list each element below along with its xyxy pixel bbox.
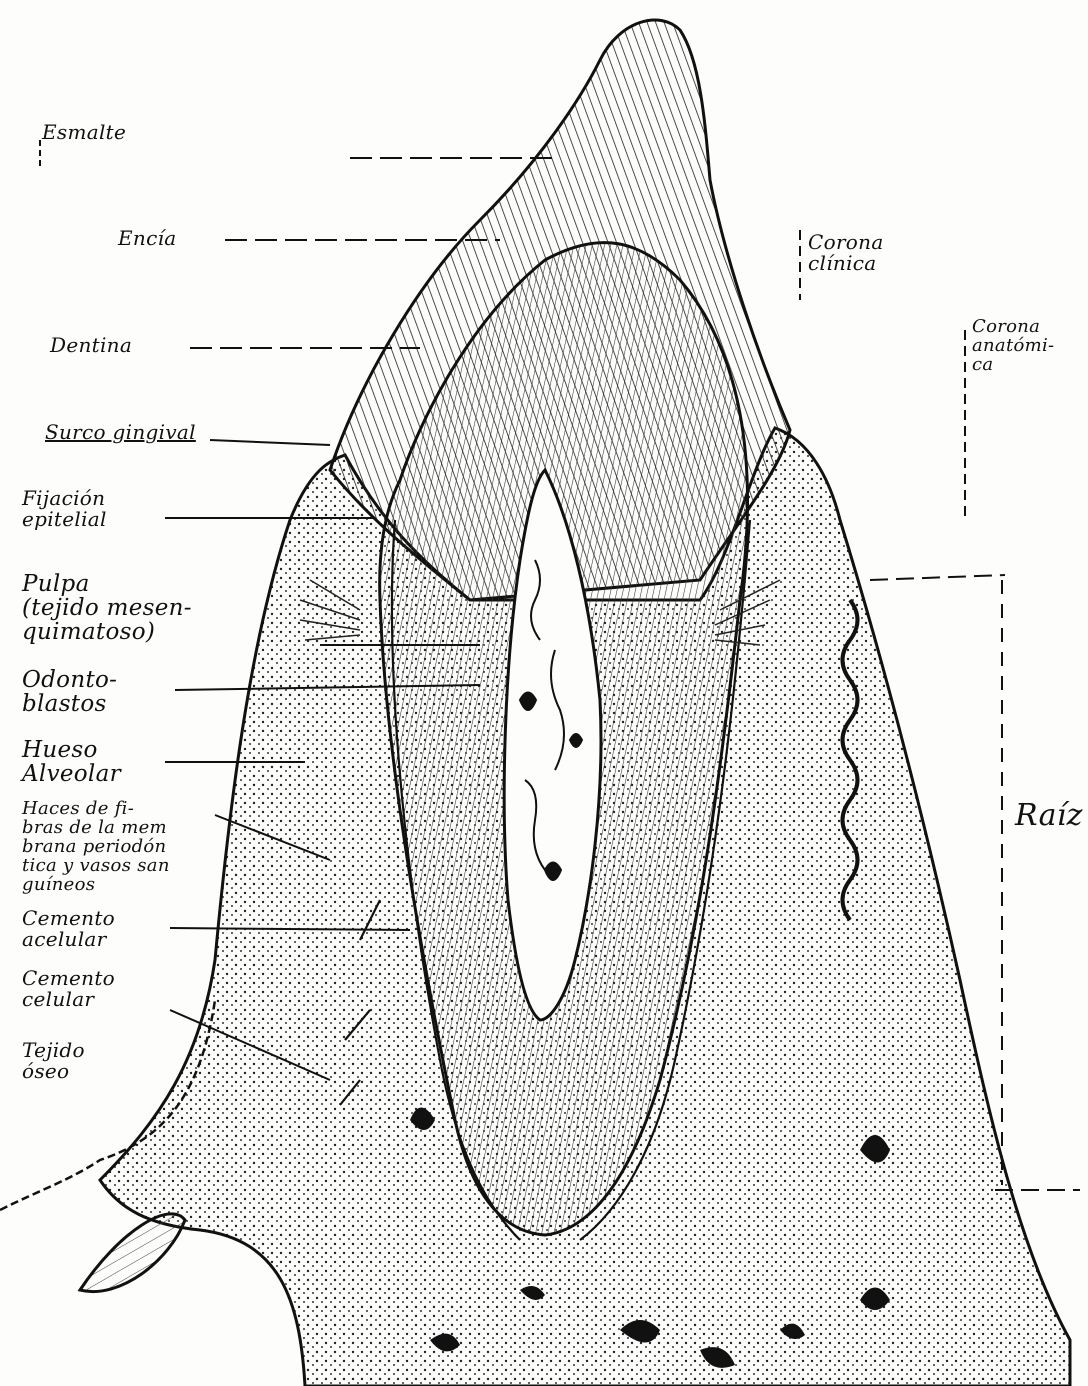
label-alveolar-bone: Hueso Alveolar <box>22 738 121 786</box>
label-odontoblasts: Odonto- blastos <box>22 668 117 716</box>
label-bone-tissue: Tejido óseo <box>22 1040 85 1082</box>
label-pulp: Pulpa (tejido mesen- quimatoso) <box>22 572 192 644</box>
label-anatomical-crown: Corona anatómi- ca <box>972 318 1054 375</box>
label-acellular-cementum: Cemento acelular <box>22 908 115 950</box>
label-cellular-cementum: Cemento celular <box>22 968 115 1010</box>
blood-vessel <box>80 1214 185 1292</box>
label-epithelial-attachment: Fijación epitelial <box>22 488 107 530</box>
label-periodontal-fibers: Haces de fi- bras de la mem brana period… <box>22 800 170 894</box>
label-enamel: Esmalte <box>42 122 126 143</box>
label-gingiva: Encía <box>118 228 177 249</box>
label-root: Raíz <box>1015 800 1083 832</box>
label-dentin: Dentina <box>50 335 132 356</box>
label-clinical-crown: Corona clínica <box>808 232 884 274</box>
label-gingival-sulcus: Surco gingival <box>45 422 196 443</box>
